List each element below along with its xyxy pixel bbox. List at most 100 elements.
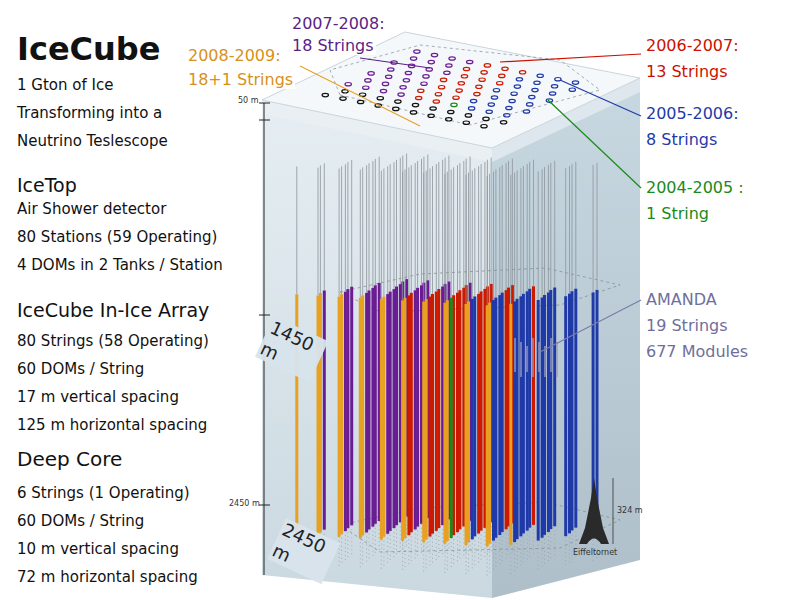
- string-cable: [426, 171, 427, 299]
- string-doms: [393, 289, 396, 528]
- string-cable: [493, 172, 494, 301]
- station-dot: [322, 93, 328, 96]
- station-dot: [377, 97, 383, 100]
- string-doms: [509, 304, 512, 545]
- string-cable: [383, 169, 384, 297]
- string-tail: [538, 541, 539, 571]
- string-tail: [372, 527, 373, 557]
- station-dot: [519, 71, 525, 74]
- string-cable: [366, 165, 367, 293]
- string-cable: [415, 163, 416, 290]
- depth-small: 50 m: [238, 96, 259, 106]
- string-doms: [338, 297, 341, 537]
- string-tail: [345, 531, 346, 561]
- amanda-count: 677 Modules: [646, 342, 748, 361]
- string-cable: [481, 164, 482, 291]
- string-tail: [341, 534, 342, 564]
- string-cable: [432, 166, 433, 294]
- string-cable: [593, 165, 594, 293]
- spec-line: 17 m vertical spacing: [17, 388, 179, 406]
- season-count: 18 Strings: [290, 36, 376, 55]
- string-cable: [396, 160, 397, 287]
- string-tail: [396, 525, 397, 555]
- station-dot: [468, 107, 474, 110]
- station-dot: [497, 82, 503, 85]
- station-dot: [405, 71, 411, 74]
- string-cable: [499, 167, 500, 295]
- station-dot: [433, 100, 439, 103]
- station-dot: [572, 81, 578, 84]
- string-tail: [520, 536, 521, 566]
- string-cable: [400, 158, 401, 284]
- station-dot: [403, 79, 409, 82]
- string-tail: [402, 541, 403, 571]
- string-tail: [548, 532, 549, 562]
- string-tail: [523, 534, 524, 564]
- string-tail: [360, 538, 361, 568]
- string-cable: [575, 162, 576, 289]
- string-doms: [477, 294, 480, 534]
- station-dot: [449, 57, 455, 60]
- amanda-string: [556, 342, 557, 377]
- season-count: 18+1 Strings: [186, 70, 295, 89]
- string-doms: [450, 298, 453, 538]
- station-dot: [421, 82, 427, 85]
- station-dot: [488, 103, 494, 106]
- ice-right-face: [492, 78, 640, 598]
- station-dot: [365, 79, 371, 82]
- string-group: [297, 154, 597, 577]
- string-doms: [513, 301, 516, 542]
- leader-line: [300, 66, 420, 126]
- string-tail: [408, 535, 409, 565]
- station-dot: [412, 103, 418, 106]
- station-dot: [504, 114, 510, 117]
- station-dot: [386, 75, 392, 78]
- string-cable: [406, 154, 407, 280]
- depth-tick: [259, 120, 270, 121]
- string-cable: [408, 167, 409, 295]
- station-dot: [549, 92, 555, 95]
- subtitle-line: Neutrino Teslescope: [17, 132, 168, 150]
- string-tail: [468, 542, 469, 572]
- string-tail: [565, 536, 566, 566]
- subtitle-line: 1 Gton of Ice: [17, 76, 113, 94]
- season-label: 2006-2007:: [646, 36, 739, 55]
- string-tail: [466, 545, 467, 575]
- string-cable: [468, 173, 469, 302]
- string-tail: [517, 539, 518, 569]
- spec-line: 4 DOMs in 2 Tanks / Station: [17, 256, 223, 274]
- string-cable: [421, 159, 422, 285]
- season-label: 2007-2008:: [290, 14, 387, 33]
- string-cable: [529, 162, 530, 289]
- depth-tick: [259, 103, 270, 104]
- station-dot: [345, 83, 351, 86]
- station-dot: [514, 85, 520, 88]
- station-dot: [451, 103, 457, 106]
- string-tail: [351, 525, 352, 555]
- string-tail: [514, 542, 515, 572]
- string-cable: [372, 161, 373, 288]
- string-tail: [421, 524, 422, 554]
- string-cable: [502, 165, 503, 293]
- station-dot: [453, 96, 459, 99]
- season-label: 2008-2009:: [186, 46, 283, 65]
- season-count: 1 String: [646, 204, 709, 223]
- string-tail: [457, 532, 458, 562]
- string-tail: [493, 541, 494, 571]
- string-cable: [554, 161, 555, 288]
- station-dot: [551, 85, 557, 88]
- station-dot: [509, 99, 515, 102]
- station-dot: [458, 82, 464, 85]
- depth-small: 2450 m: [229, 499, 260, 509]
- station-dot: [444, 71, 450, 74]
- string-tail: [415, 530, 416, 560]
- station-dot: [388, 68, 394, 71]
- string-doms: [435, 292, 438, 531]
- string-tail: [487, 547, 488, 577]
- string-tail: [499, 535, 500, 565]
- string-doms: [456, 293, 459, 533]
- string-tail: [436, 531, 437, 561]
- eiffel-label: Eiffeltornet: [573, 548, 617, 558]
- string-doms: [443, 303, 446, 544]
